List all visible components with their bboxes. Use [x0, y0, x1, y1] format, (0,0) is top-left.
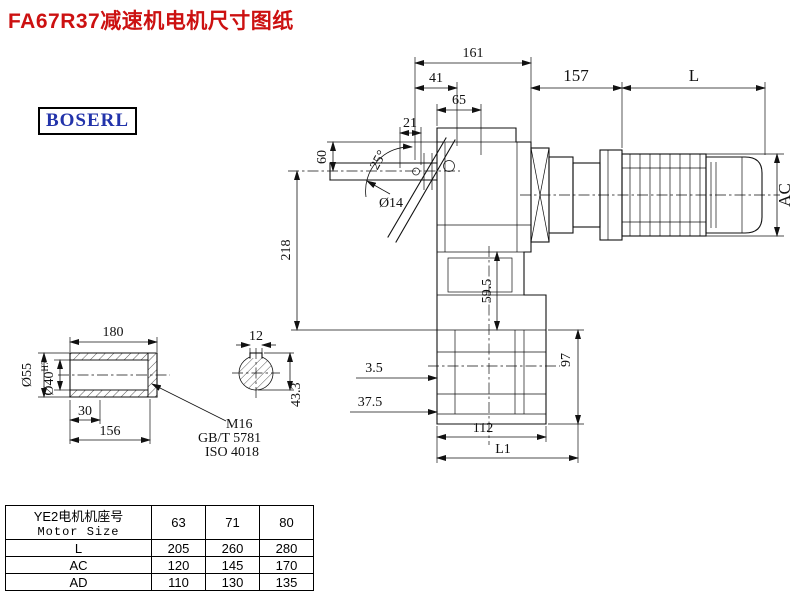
dimensions-main: 161 41 65 21 157 L AC	[279, 46, 794, 463]
value-AC-63: 120	[151, 556, 206, 574]
section-detail-view: 12 43.3	[232, 329, 304, 407]
dim-dia40h7: Ø40H7	[40, 360, 57, 396]
dim-65: 65	[452, 93, 466, 108]
dim-30: 30	[78, 404, 92, 419]
table-header-cn: YE2电机机座号	[33, 509, 124, 524]
dim-41: 41	[429, 71, 443, 86]
value-L-80: 280	[259, 539, 314, 557]
dim-tolerance-h7: H7	[40, 360, 50, 371]
dim-37-5: 37.5	[358, 395, 383, 410]
gearbox-housing	[387, 127, 547, 425]
motor-assembly	[530, 147, 763, 243]
value-AC-71: 145	[205, 556, 260, 574]
dim-59-5: 59.5	[480, 279, 495, 304]
dim-12: 12	[249, 329, 263, 344]
dim-21: 21	[403, 116, 417, 131]
shaft-detail-view: 180 Ø55 Ø40H7 30 156 M16 GB/T 5781 ISO 4…	[20, 325, 261, 460]
label-standard-gbt: GB/T 5781	[198, 431, 261, 446]
label-thread-m16: M16	[226, 417, 252, 432]
table-header-motor-size: YE2电机机座号 Motor Size	[5, 505, 152, 540]
table-row-header: YE2电机机座号 Motor Size 63 71 80	[5, 505, 314, 540]
value-AD-63: 110	[151, 573, 206, 591]
dim-L1: L1	[495, 442, 511, 457]
angled-face	[395, 139, 456, 243]
dim-L: L	[689, 66, 699, 85]
table-row-AC: AC 120 145 170	[5, 556, 314, 574]
dim-dia55: Ø55	[20, 363, 35, 387]
brand-logo: BOSERL	[38, 107, 137, 135]
dim-157: 157	[563, 66, 589, 85]
row-label-AD: AD	[5, 573, 152, 591]
dim-43-3: 43.3	[289, 383, 304, 408]
value-L-71: 260	[205, 539, 260, 557]
table-row-L: L 205 260 280	[5, 539, 314, 557]
motor-size-table: YE2电机机座号 Motor Size 63 71 80 L 205 260 2…	[5, 505, 314, 591]
dim-156: 156	[100, 424, 121, 439]
centerlines	[288, 170, 780, 445]
value-L-63: 205	[151, 539, 206, 557]
main-view: 161 41 65 21 157 L AC	[279, 46, 794, 463]
page-title: FA67R37减速机电机尺寸图纸	[8, 10, 294, 33]
dim-60: 60	[315, 150, 330, 164]
table-size-71: 71	[205, 505, 260, 540]
table-row-AD: AD 110 130 135	[5, 573, 314, 591]
row-label-L: L	[5, 539, 152, 557]
motor-fins	[622, 154, 706, 236]
row-label-AC: AC	[5, 556, 152, 574]
fan-cover	[705, 156, 763, 234]
plug-hole	[443, 160, 455, 172]
dim-180: 180	[103, 325, 124, 340]
table-size-63: 63	[151, 505, 206, 540]
dim-dia40: Ø40	[42, 371, 57, 395]
value-AD-71: 130	[205, 573, 260, 591]
table-size-80: 80	[259, 505, 314, 540]
dim-112: 112	[473, 421, 493, 436]
table-header-en: Motor Size	[37, 525, 120, 539]
dim-161: 161	[463, 46, 484, 61]
dimension-drawing: 161 41 65 21 157 L AC	[20, 46, 794, 463]
dim-97: 97	[559, 353, 574, 367]
value-AD-80: 135	[259, 573, 314, 591]
dim-dia14: Ø14	[379, 196, 403, 211]
dim-218: 218	[279, 240, 294, 261]
shaft-hole	[412, 167, 420, 176]
dim-AC: AC	[775, 183, 794, 207]
value-AC-80: 170	[259, 556, 314, 574]
dim-3-5: 3.5	[365, 361, 383, 376]
label-standard-iso: ISO 4018	[205, 445, 259, 460]
